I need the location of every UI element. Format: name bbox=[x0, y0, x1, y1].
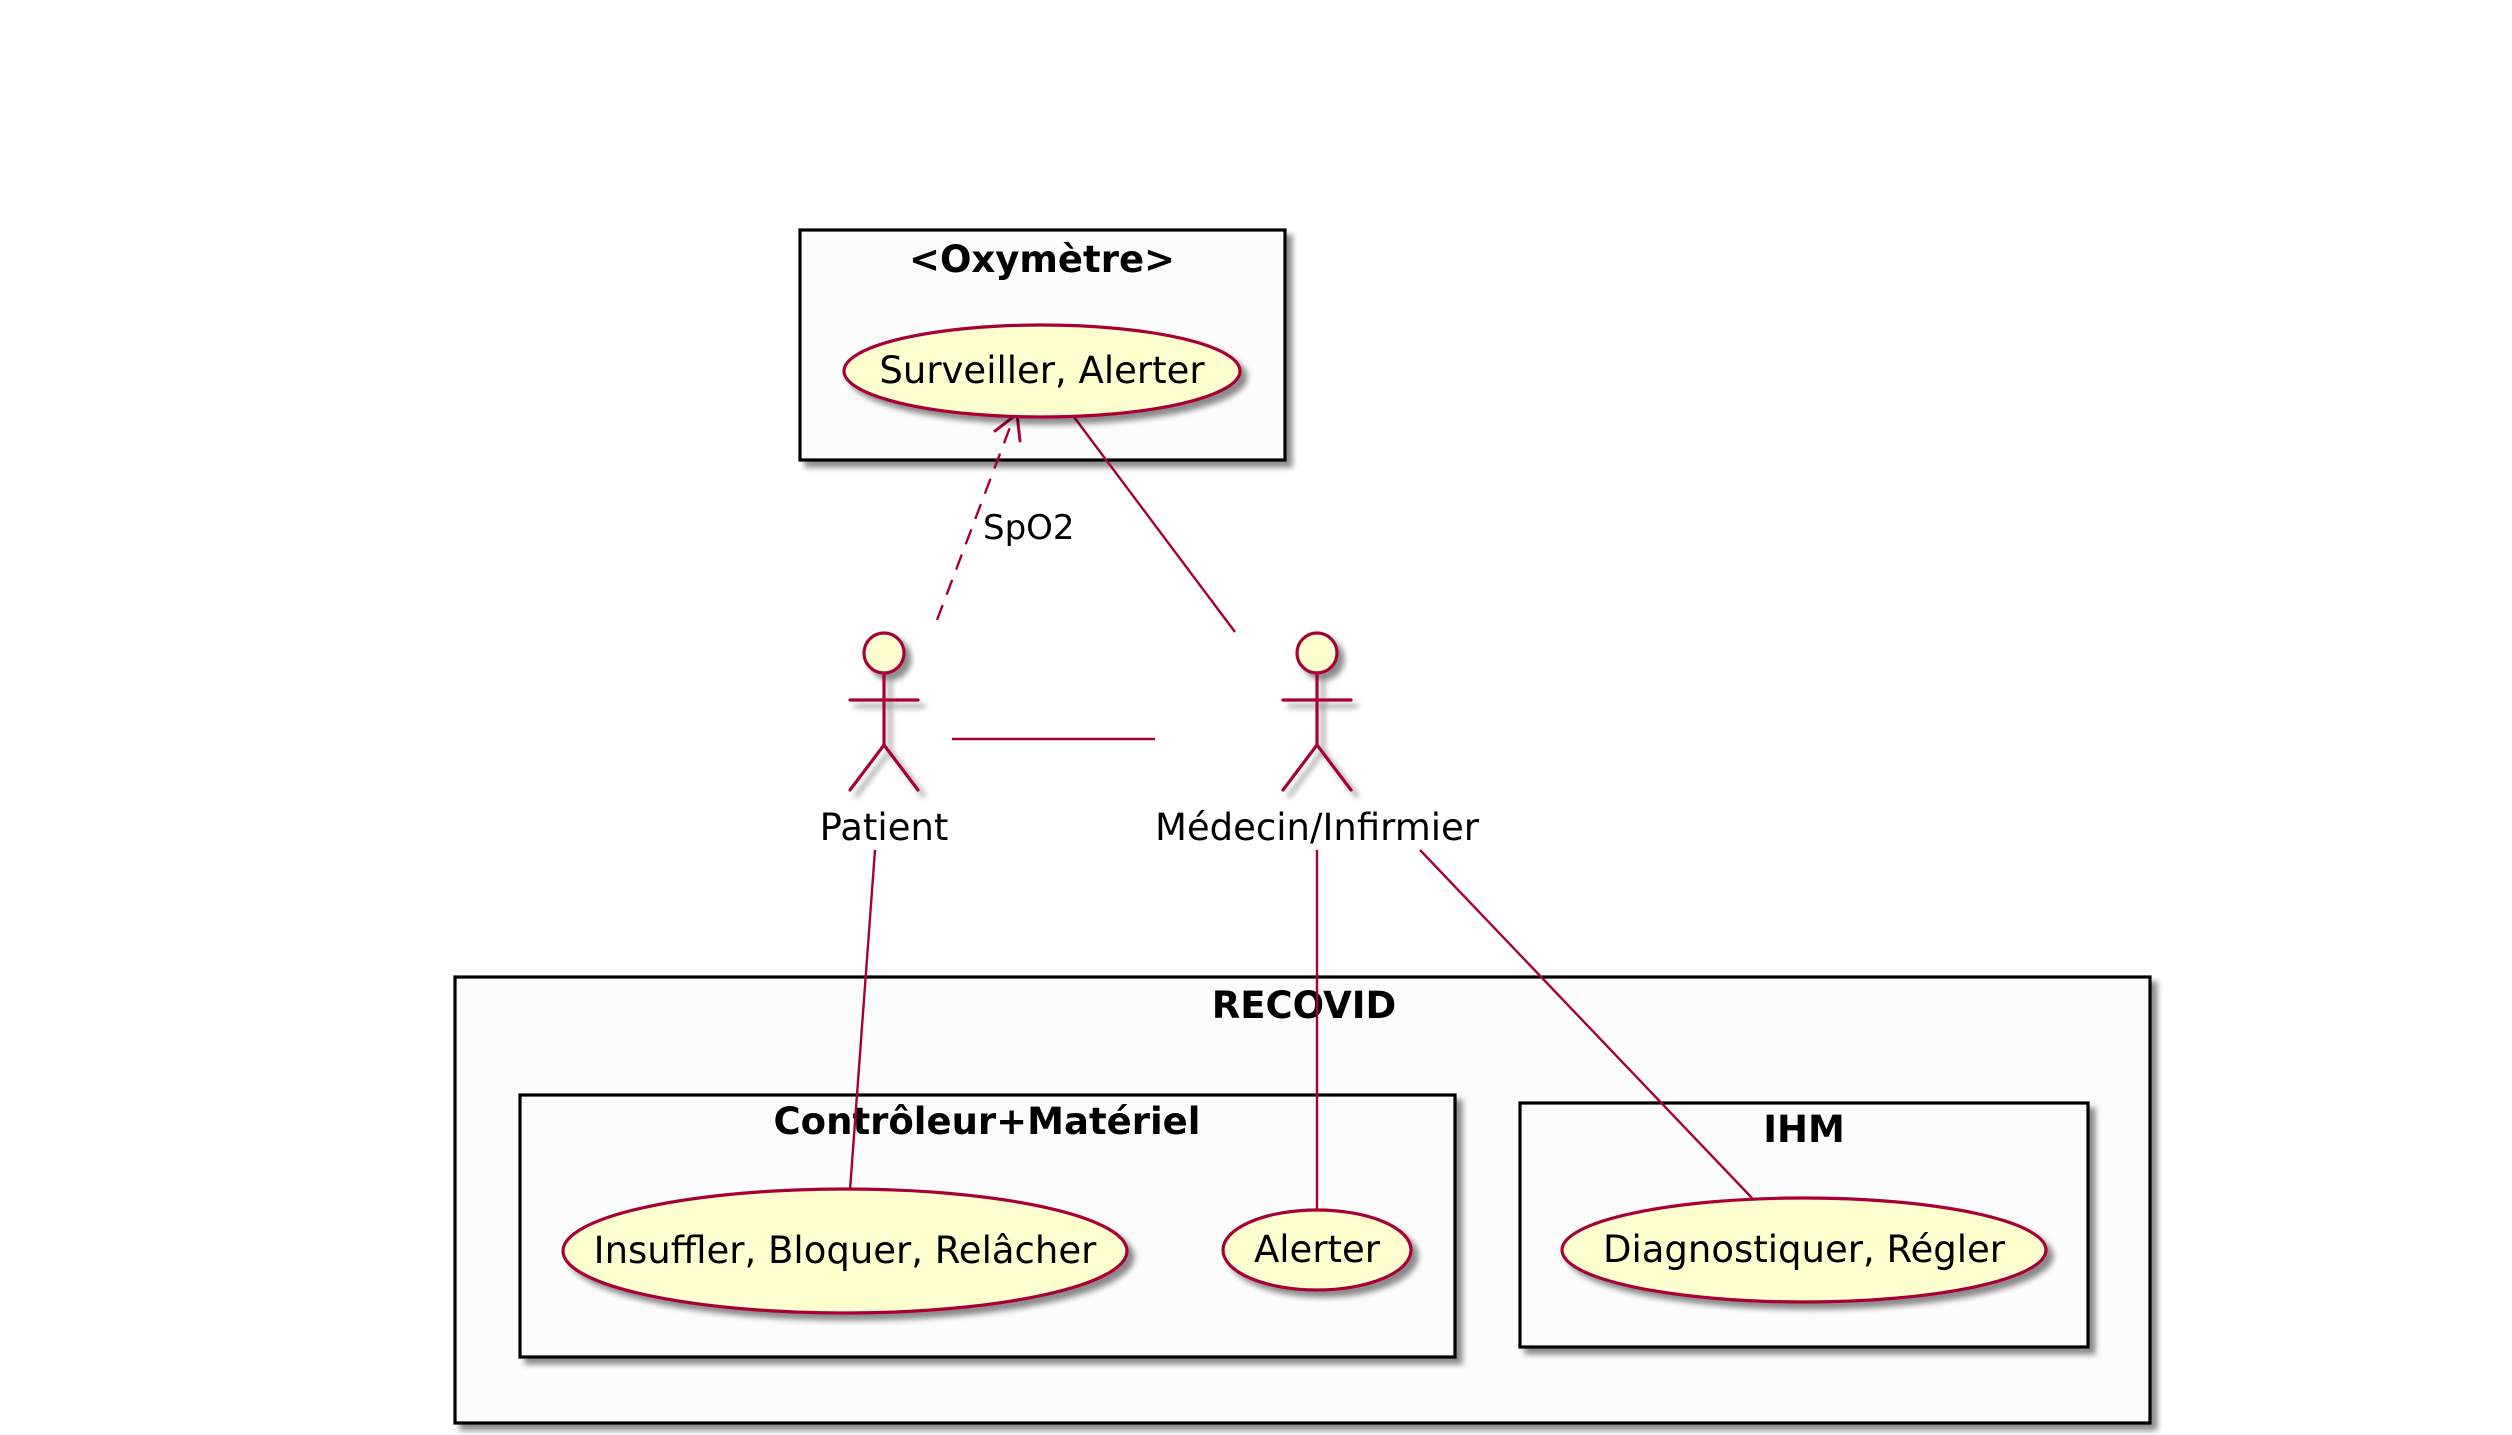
actor-medecin-label: Médecin/Infirmier bbox=[1155, 806, 1480, 849]
actor-medecin-infirmier bbox=[1281, 631, 1353, 792]
usecase-insuffler-bloquer-relacher: Insuffler, Bloquer, Relâcher bbox=[561, 1187, 1129, 1315]
usecase-surveiller-alerter: Surveiller, Alerter bbox=[842, 323, 1242, 419]
actor-medecin-head bbox=[1295, 631, 1339, 675]
link-label-spo2: SpO2 bbox=[983, 508, 1075, 548]
link-surveiller-medecin bbox=[1073, 416, 1236, 633]
usecase-diagnostiquer-regler: Diagnostiquer, Régler bbox=[1560, 1196, 2048, 1304]
actor-patient-label: Patient bbox=[820, 806, 949, 849]
link-patient-surveiller bbox=[935, 421, 1014, 621]
frame-controleur-title: Contrôleur+Matériel bbox=[774, 1100, 1201, 1143]
link-medecin-diagnostiquer bbox=[1419, 849, 1753, 1199]
usecase-surveiller-label: Surveiller, Alerter bbox=[879, 349, 1205, 392]
actor-patient-head bbox=[862, 631, 906, 675]
actor-patient bbox=[848, 631, 920, 792]
frame-ihm-title: IHM bbox=[1763, 1108, 1845, 1151]
usecase-alerter-label: Alerter bbox=[1254, 1228, 1381, 1271]
usecase-alerter: Alerter bbox=[1221, 1208, 1413, 1292]
frame-oxymetre-title: <Oxymètre> bbox=[909, 238, 1175, 281]
link-patient-insuffler bbox=[848, 849, 877, 1191]
frame-recovid-title: RECOVID bbox=[1212, 984, 1397, 1027]
usecase-diagnostiquer-label: Diagnostiquer, Régler bbox=[1603, 1228, 2006, 1271]
usecase-insuffler-label: Insuffler, Bloquer, Relâcher bbox=[594, 1229, 1097, 1272]
